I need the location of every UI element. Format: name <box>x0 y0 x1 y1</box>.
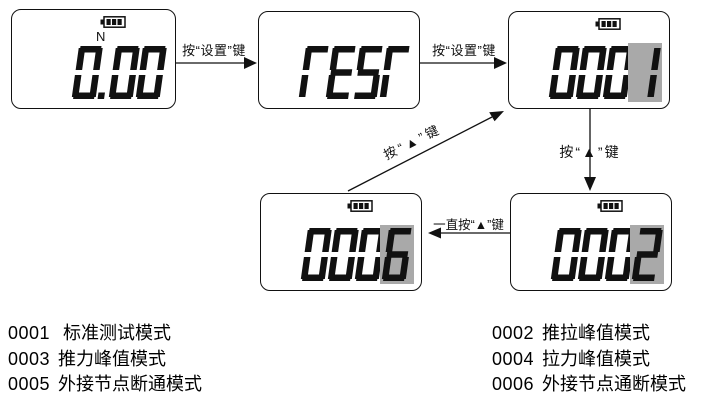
battery-icon <box>597 200 623 212</box>
seven-segment-display <box>66 43 169 102</box>
seven-segment-display <box>545 225 665 284</box>
mode-code: 0003 <box>8 348 51 369</box>
seven-segment-display <box>543 43 663 102</box>
arrow-label-hold-up-key: 一直按“▲”键 <box>433 218 504 232</box>
legend-item: 0006 外接节点通断模式 <box>492 372 686 398</box>
arrow-settings-2 <box>420 57 507 69</box>
seven-segment-display <box>293 43 413 102</box>
arrow-label-settings-1: 按“设置”键 <box>182 43 246 58</box>
lcd-screen-home: N <box>11 9 176 109</box>
mode-code: 0001 <box>8 323 51 343</box>
mode-code: 0005 <box>8 374 51 394</box>
lcd-screen-mode-0001 <box>508 11 670 109</box>
mode-label: 外接节点通断模式 <box>542 374 687 394</box>
mode-legend-left: 0001 标准测试模式 0003 推力峰值模式 0005 外接节点断通模式 <box>8 321 202 398</box>
seven-segment-display <box>295 225 415 284</box>
unit-label: N <box>96 29 106 44</box>
mode-code: 0002 <box>492 323 535 343</box>
arrow-up-key-diagonal <box>347 111 504 192</box>
mode-code: 0006 <box>492 374 535 394</box>
legend-item: 0005 外接节点断通模式 <box>8 372 202 398</box>
legend-item: 0001 标准测试模式 <box>8 321 202 347</box>
legend-item: 0003 推力峰值模式 <box>8 347 202 373</box>
lcd-screen-mode-0002 <box>510 193 672 291</box>
mode-label: 拉力峰值模式 <box>542 348 651 369</box>
legend-item: 0002 推拉峰值模式 <box>492 321 686 347</box>
mode-label: 标准测试模式 <box>63 323 172 343</box>
mode-label: 推力峰值模式 <box>58 348 167 369</box>
arrow-up-key-vertical <box>584 108 596 191</box>
arrow-label-up-key-vertical: 按“▲”键 <box>559 144 621 160</box>
mode-label: 外接节点断通模式 <box>58 374 203 394</box>
legend-item: 0004 拉力峰值模式 <box>492 347 686 373</box>
lcd-screen-test <box>258 11 420 109</box>
mode-legend-right: 0002 推拉峰值模式 0004 拉力峰值模式 0006 外接节点通断模式 <box>492 321 686 398</box>
arrow-settings-1 <box>176 57 257 69</box>
battery-icon <box>347 200 373 212</box>
battery-icon <box>100 16 126 28</box>
lcd-screen-mode-0006 <box>260 193 422 291</box>
arrow-label-settings-2: 按“设置”键 <box>432 43 496 58</box>
mode-label: 推拉峰值模式 <box>542 323 651 343</box>
battery-icon <box>595 18 621 30</box>
arrow-hold-up-key <box>428 227 510 239</box>
mode-code: 0004 <box>492 348 535 369</box>
